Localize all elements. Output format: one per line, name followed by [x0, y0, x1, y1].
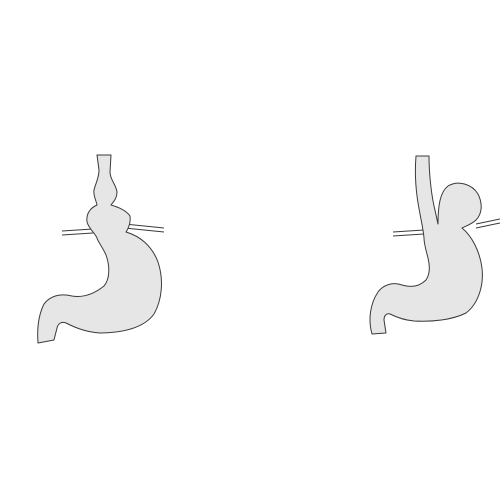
right-diaphragm-left-segment	[392, 229, 425, 237]
right-esophagus-and-stomach	[369, 155, 483, 335]
right-diaphragm-right-segment	[475, 218, 500, 229]
left-diaphragm-right-segment	[124, 223, 165, 233]
right-stomach-figure	[369, 155, 500, 335]
left-stomach-figure	[37, 154, 165, 344]
left-esophagus-and-stomach	[37, 154, 162, 344]
left-diaphragm-left-segment	[61, 228, 94, 236]
